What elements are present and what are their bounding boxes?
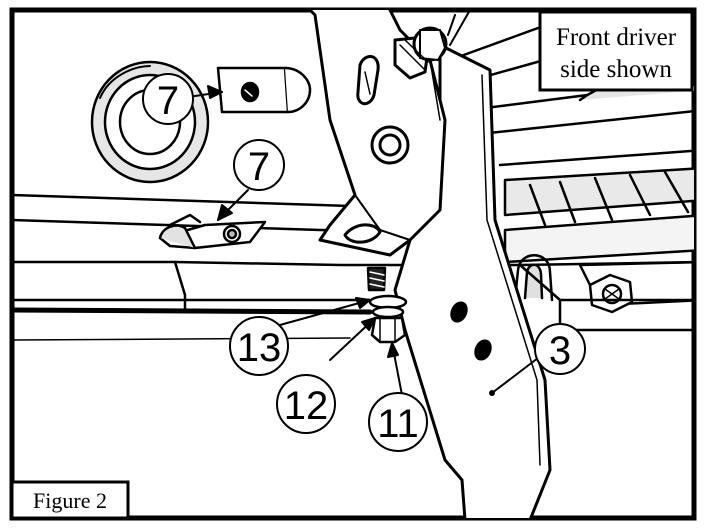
figure-caption: Figure 2 — [33, 488, 107, 513]
frame-bolt-head — [588, 273, 634, 314]
note-box: Front driver side shown — [538, 10, 694, 92]
exploded-round-washer — [90, 60, 210, 184]
callout-bolt: 11 — [368, 392, 428, 452]
lock-washer — [371, 305, 405, 319]
callout-bracket-clip-label: 7 — [248, 145, 270, 189]
callout-lock-washer-label: 12 — [284, 384, 329, 428]
exploded-clip-nut — [216, 66, 312, 114]
callout-top-washer: 7 — [142, 73, 194, 125]
note-line-1: Front driver — [556, 24, 677, 51]
callout-washer: 13 — [229, 316, 289, 376]
note-line-2: side shown — [560, 56, 672, 83]
bolt-hex-head — [370, 316, 407, 344]
callout-lock-washer: 12 — [276, 374, 336, 434]
clip-nut-bracket — [158, 213, 267, 250]
callout-bracket: 3 — [534, 323, 586, 375]
support-bracket — [393, 43, 552, 518]
callout-bolt-label: 11 — [377, 402, 419, 446]
bolt-stack — [366, 266, 408, 344]
callout-washer-label: 13 — [237, 326, 282, 370]
callout-bracket-label: 3 — [549, 329, 571, 373]
callout-top-washer-label: 7 — [157, 79, 179, 123]
upper-mounting-plate — [308, 10, 471, 257]
callout-bracket-clip: 7 — [233, 139, 285, 191]
caption-box: Figure 2 — [10, 480, 130, 520]
